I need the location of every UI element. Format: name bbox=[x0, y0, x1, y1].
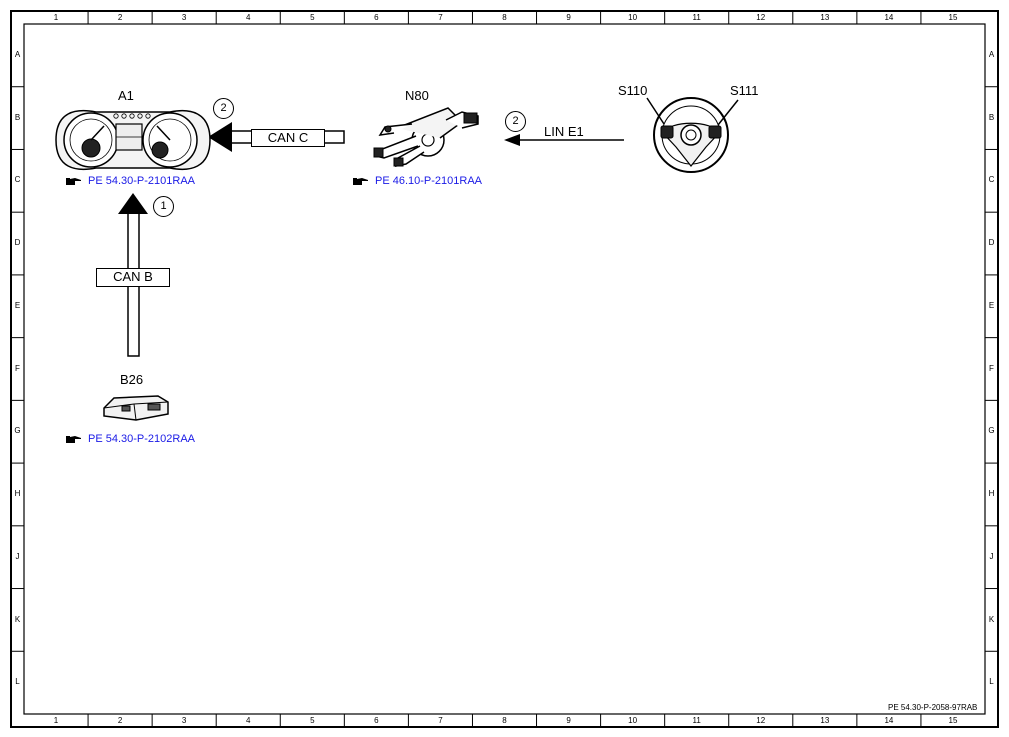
grid-row-label: G bbox=[14, 426, 21, 436]
grid-ticks bbox=[11, 11, 998, 727]
grid-column-label: 2 bbox=[117, 13, 123, 22]
lin-e1-step-number: 2 bbox=[505, 111, 526, 132]
grid-column-label: 9 bbox=[566, 13, 571, 22]
grid-column-label: 6 bbox=[374, 716, 379, 725]
grid-column-label: 4 bbox=[245, 13, 251, 22]
grid-column-label: 10 bbox=[628, 716, 638, 725]
grid-column-label: 7 bbox=[438, 13, 443, 22]
grid-row-label: E bbox=[14, 300, 21, 310]
grid-column-label: 15 bbox=[948, 716, 958, 725]
a1-label: A1 bbox=[118, 88, 134, 103]
can-b-step-number: 1 bbox=[153, 196, 174, 217]
a1-reference-text: PE 54.30-P-2101RAA bbox=[88, 175, 196, 187]
inner-frame bbox=[23, 23, 986, 715]
b26-label: B26 bbox=[120, 372, 144, 387]
grid-column-label: 10 bbox=[628, 13, 638, 22]
grid-row-label: H bbox=[988, 489, 995, 499]
grid-column-label: 5 bbox=[310, 13, 315, 22]
lin-e1-label: LIN E1 bbox=[544, 124, 584, 139]
grid-column-label: 15 bbox=[948, 13, 958, 22]
n80-reference-text: PE 46.10-P-2101RAA bbox=[375, 175, 483, 187]
instrument-cluster-icon[interactable] bbox=[55, 109, 211, 171]
document-id: PE 54.30-P-2058-97RAB bbox=[888, 703, 978, 712]
grid-column-label: 11 bbox=[692, 716, 701, 725]
grid-column-label: 3 bbox=[181, 13, 187, 22]
grid-column-label: 12 bbox=[756, 716, 766, 725]
steering-wheel-icon[interactable] bbox=[646, 97, 739, 173]
grid-row-label: B bbox=[988, 112, 995, 122]
grid-column-label: 12 bbox=[756, 13, 766, 22]
grid-row-label: F bbox=[15, 363, 20, 373]
grid-column-label: 4 bbox=[245, 716, 251, 725]
grid-column-label: 2 bbox=[117, 716, 123, 725]
a1-reference-link[interactable]: PE 54.30-P-2101RAA bbox=[66, 175, 195, 187]
grid-column-label: 1 bbox=[53, 13, 59, 22]
grid-column-label: 9 bbox=[566, 716, 571, 725]
grid-column-label: 13 bbox=[820, 13, 830, 22]
grid-column-label: 1 bbox=[53, 716, 59, 725]
grid-row-label: D bbox=[988, 238, 995, 248]
pointing-hand-icon bbox=[66, 177, 81, 185]
grid-column-label: 7 bbox=[438, 716, 443, 725]
can-b-label: CAN B bbox=[96, 268, 170, 287]
grid-row-label: A bbox=[14, 50, 21, 59]
grid-row-label: L bbox=[15, 677, 20, 687]
grid-row-label: J bbox=[989, 551, 994, 561]
grid-column-label: 6 bbox=[374, 13, 379, 22]
steering-column-module-icon[interactable] bbox=[373, 107, 479, 167]
n80-reference-link[interactable]: PE 46.10-P-2101RAA bbox=[353, 175, 482, 187]
n80-label: N80 bbox=[405, 88, 429, 103]
grid-row-label: G bbox=[988, 426, 995, 436]
can-c-label: CAN C bbox=[251, 129, 325, 147]
grid-row-label: C bbox=[988, 175, 995, 185]
grid-column-label: 14 bbox=[884, 13, 894, 22]
grid-row-label: K bbox=[14, 614, 21, 624]
grid-column-label: 3 bbox=[181, 716, 187, 725]
grid-row-label: D bbox=[14, 238, 21, 248]
grid-row-label: F bbox=[989, 363, 994, 373]
b26-reference-link[interactable]: PE 54.30-P-2102RAA bbox=[66, 433, 195, 445]
grid-row-label: A bbox=[988, 50, 995, 59]
grid-row-label: J bbox=[15, 551, 20, 561]
grid-row-label: C bbox=[14, 175, 21, 185]
grid-row-label: E bbox=[988, 300, 995, 310]
grid-column-label: 8 bbox=[502, 716, 507, 725]
grid-column-label: 5 bbox=[310, 716, 315, 725]
grid-row-label: B bbox=[14, 112, 21, 122]
grid-column-label: 14 bbox=[884, 716, 894, 725]
grid-column-label: 13 bbox=[820, 716, 830, 725]
can-c-step-number: 2 bbox=[213, 98, 234, 119]
grid-column-label: 11 bbox=[692, 13, 701, 22]
b26-sensor-icon[interactable] bbox=[103, 395, 169, 421]
grid-row-label: K bbox=[988, 614, 995, 624]
grid-column-label: 8 bbox=[502, 13, 507, 22]
s110-label: S110 bbox=[618, 83, 648, 98]
pointing-hand-icon bbox=[353, 177, 368, 185]
outer-frame bbox=[10, 10, 999, 728]
pointing-hand-icon bbox=[66, 435, 81, 443]
s111-label: S111 bbox=[730, 83, 759, 98]
b26-reference-text: PE 54.30-P-2102RAA bbox=[88, 433, 196, 445]
lin-e1-arrow bbox=[504, 134, 624, 146]
grid-row-label: H bbox=[14, 489, 21, 499]
grid-row-label: L bbox=[989, 677, 994, 687]
